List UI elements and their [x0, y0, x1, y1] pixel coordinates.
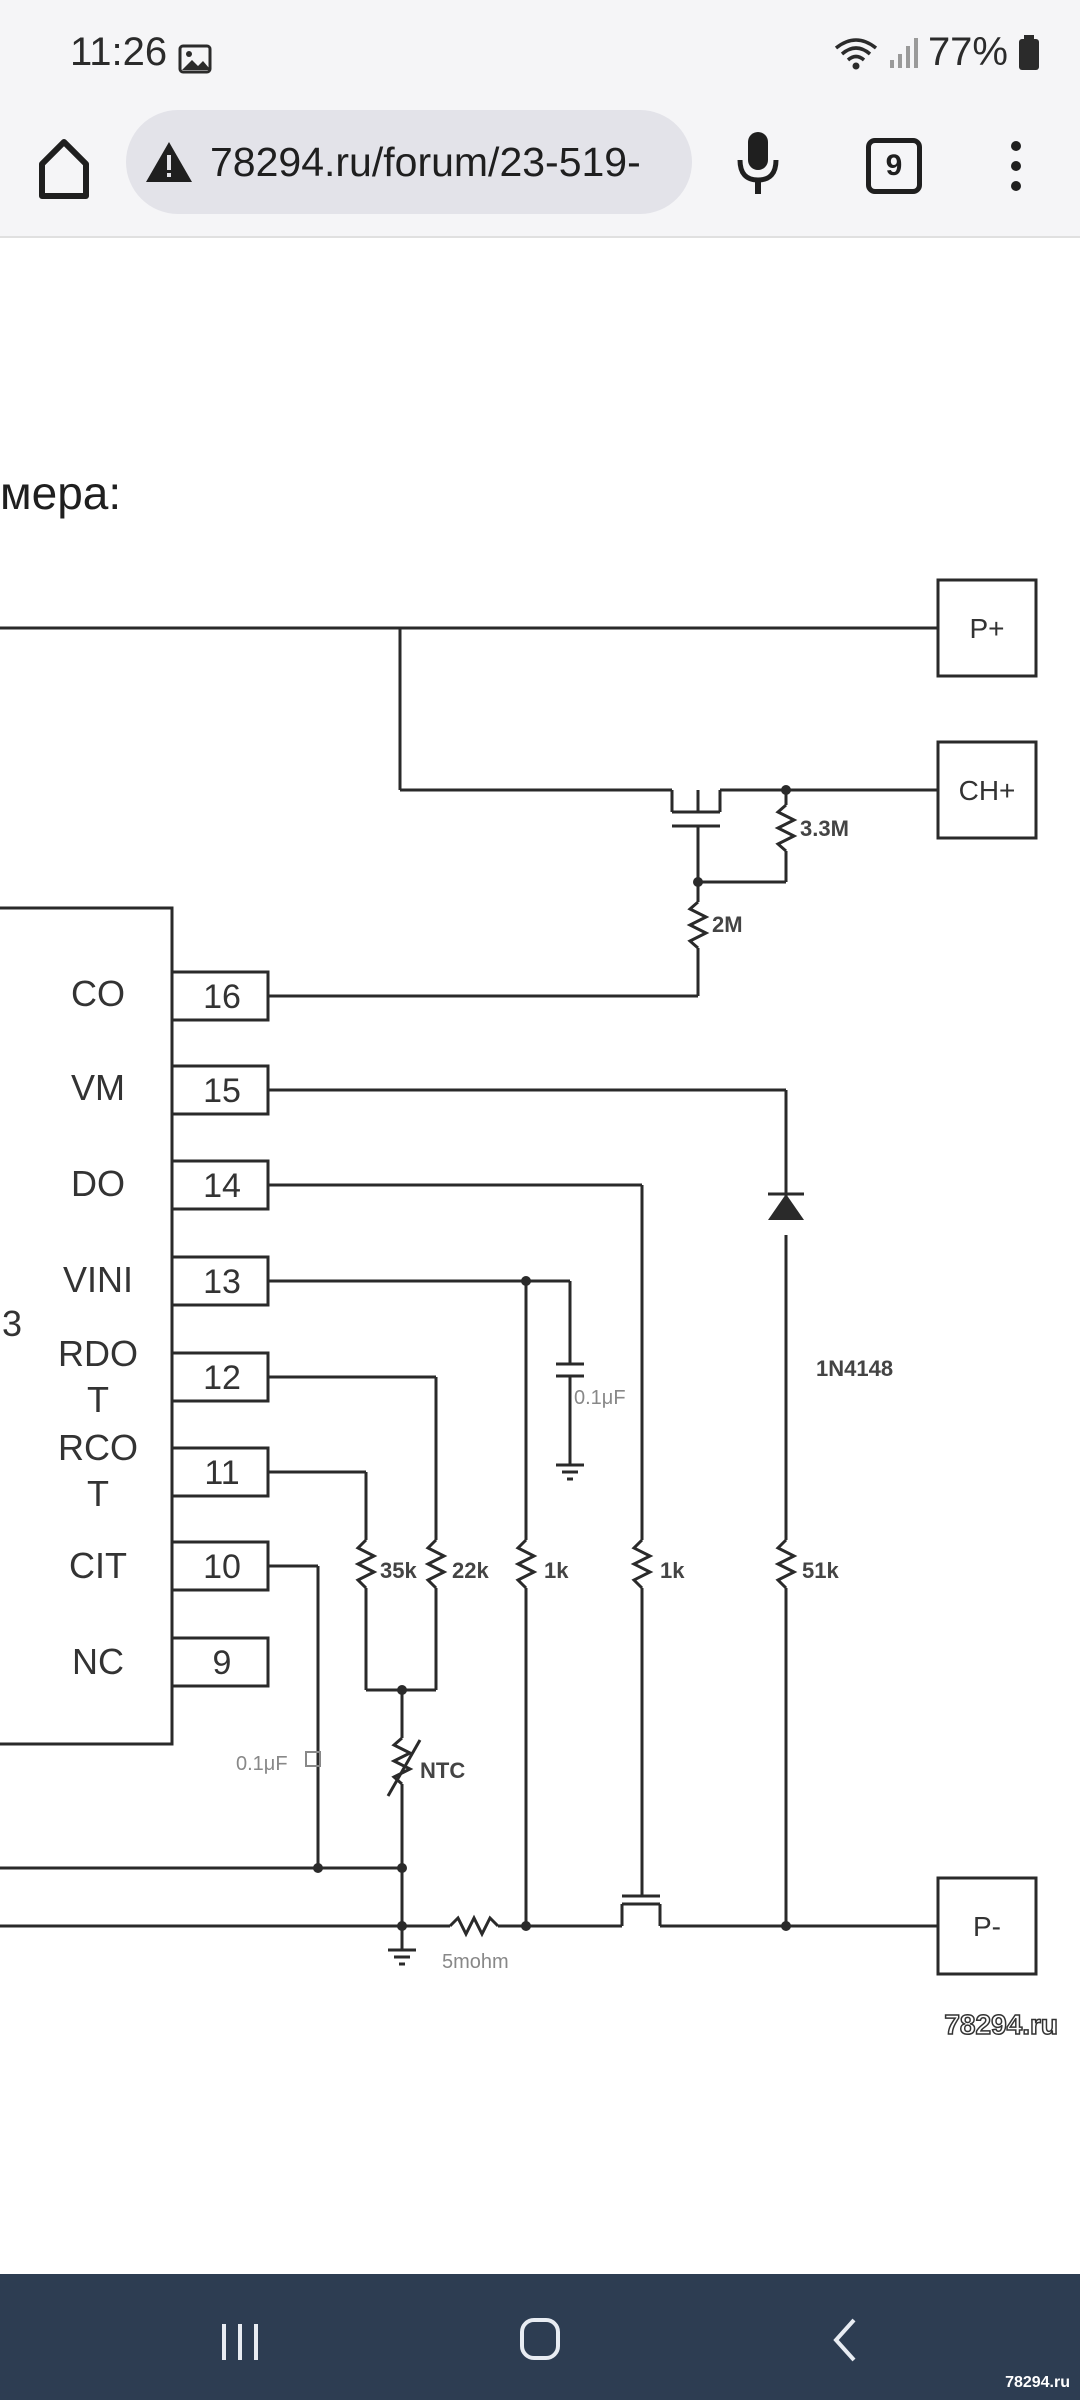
- resistor-label: 1k: [544, 1558, 569, 1583]
- resistor-label: 51k: [802, 1558, 839, 1583]
- corner-watermark: 78294.ru: [1005, 2374, 1070, 2391]
- pin-name: CO: [71, 973, 125, 1014]
- microphone-icon[interactable]: [732, 128, 784, 200]
- pin-number: 9: [213, 1644, 232, 1682]
- ntc-label: NTC: [420, 1758, 465, 1783]
- status-right: 77%: [834, 30, 1040, 75]
- home-icon[interactable]: [34, 134, 94, 204]
- wifi-icon: [834, 37, 878, 69]
- connector-label: P-: [973, 1911, 1001, 1942]
- status-time: 11:26: [70, 30, 168, 74]
- connector-label: CH+: [959, 775, 1016, 806]
- battery-icon: [1019, 34, 1039, 70]
- shunt-label: 5mohm: [442, 1951, 509, 1973]
- pin-number: 16: [203, 978, 241, 1016]
- pin-name: VM: [71, 1067, 125, 1108]
- connector-label: P+: [969, 613, 1004, 644]
- pin-name: NC: [72, 1641, 124, 1682]
- address-bar[interactable]: 78294.ru/forum/23-519-: [126, 110, 692, 214]
- pin-name: T: [87, 1379, 109, 1420]
- circuit-schematic: P+ CH+ P- CO VM DO VINI RDO T RCO T CIT …: [0, 578, 1059, 2040]
- resistor-label: 35k: [380, 1558, 417, 1583]
- pin-number: 10: [203, 1548, 241, 1586]
- watermark: 78294.ru: [944, 2009, 1058, 2040]
- gallery-notification-icon: [178, 44, 212, 74]
- more-menu-icon[interactable]: [1000, 136, 1032, 196]
- system-navigation-bar: 78294.ru: [0, 2274, 1080, 2400]
- pin-number: 12: [203, 1359, 241, 1397]
- tab-switcher-button[interactable]: 9: [866, 138, 922, 194]
- status-bar: 11:26 77%: [0, 0, 1080, 110]
- diode-label: 1N4148: [816, 1356, 893, 1381]
- resistor-label: 22k: [452, 1558, 489, 1583]
- recent-apps-icon[interactable]: [200, 2304, 280, 2374]
- pin-name: VINI: [63, 1259, 133, 1300]
- battery-percent: 77%: [927, 30, 1008, 74]
- resistor-label: 1k: [660, 1558, 685, 1583]
- signal-icon: [889, 37, 918, 68]
- resistor-label: 2M: [712, 912, 743, 937]
- url-text[interactable]: 78294.ru/forum/23-519-: [210, 138, 641, 185]
- side-mark: 3: [2, 1303, 22, 1344]
- browser-toolbar: 78294.ru/forum/23-519- 9: [0, 110, 1080, 238]
- pin-number: 15: [203, 1072, 241, 1110]
- back-icon[interactable]: [806, 2304, 886, 2374]
- pin-number: 11: [204, 1454, 239, 1492]
- home-nav-icon[interactable]: [500, 2304, 580, 2374]
- resistor-label: 3.3M: [800, 816, 849, 841]
- pin-name: RDO: [58, 1333, 138, 1374]
- capacitor-label: 0.1μF: [236, 1753, 288, 1775]
- not-secure-warning-icon[interactable]: [144, 140, 194, 184]
- pin-name: T: [87, 1473, 109, 1514]
- pin-name: RCO: [58, 1427, 138, 1468]
- pin-name: CIT: [69, 1545, 127, 1586]
- pin-number: 14: [203, 1167, 241, 1205]
- capacitor-label: 0.1μF: [574, 1387, 626, 1409]
- pin-number: 13: [203, 1263, 241, 1301]
- pin-name: DO: [71, 1163, 125, 1204]
- article-text-fragment: мера:: [0, 467, 122, 519]
